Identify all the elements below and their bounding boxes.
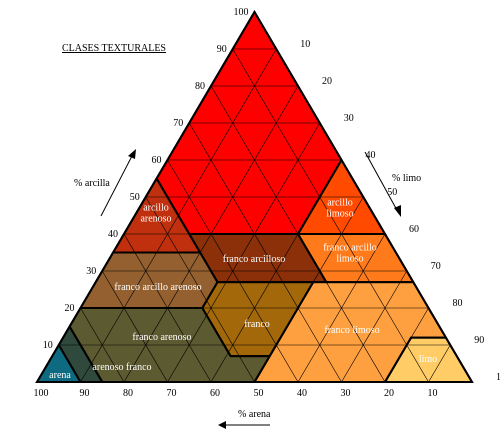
tick-left: 80	[195, 81, 205, 92]
tick-left: 90	[217, 44, 227, 55]
region-label-franco: franco	[244, 319, 270, 330]
tick-left: 50	[130, 192, 140, 203]
clay-arrow-icon	[100, 149, 136, 217]
tick-left: 20	[65, 303, 75, 314]
tick-bottom: 80	[123, 388, 133, 399]
tick-left: 30	[86, 266, 96, 277]
tick-right: 10	[300, 39, 310, 50]
grid-line-sand	[80, 307, 125, 383]
grid-line-sand	[145, 196, 255, 383]
tick-right: 80	[453, 298, 463, 309]
region-label-franco-arcilloso: franco arcilloso	[223, 254, 285, 265]
tick-right: 100	[496, 372, 500, 383]
region-label-arcillo-limoso: arcillo	[327, 198, 353, 209]
tick-bottom: 30	[341, 388, 351, 399]
region-arenoso-franco	[58, 326, 103, 382]
silt-arrow-icon	[364, 151, 401, 217]
grid-line-sand	[101, 270, 168, 383]
tick-right: 30	[344, 113, 354, 124]
tick-right: 50	[387, 187, 397, 198]
tick-bottom: 10	[428, 388, 438, 399]
region-franco	[202, 282, 314, 357]
tick-right: 60	[409, 224, 419, 235]
region-franco-arcillo-arenoso	[80, 252, 218, 308]
clay-axis-label: % arcilla	[74, 178, 110, 189]
tick-left: 60	[152, 155, 162, 166]
tick-left: 10	[43, 340, 53, 351]
region-label-arenoso-franco: arenoso franco	[92, 362, 151, 373]
diagram-title: CLASES TEXTURALES	[62, 43, 166, 54]
triangle-outline-shape	[35, 10, 474, 383]
grid-line-silt	[167, 122, 321, 383]
tick-left: 100	[234, 7, 249, 18]
region-labels: arcillaarcilloarenosoarcillolimosofranco…	[49, 126, 437, 381]
grid-line-silt	[297, 233, 386, 383]
tick-right: 90	[474, 335, 484, 346]
region-label-franco-limoso: franco limoso	[324, 325, 379, 336]
tick-bottom: 100	[34, 388, 49, 399]
tick-right: 40	[366, 150, 376, 161]
region-franco-arcilloso	[189, 234, 327, 283]
region-label-franco-arcillo-limoso: limoso	[336, 254, 363, 265]
region-label-limo: limo	[419, 354, 437, 365]
region-label-franco-arenoso: franco arenoso	[132, 332, 191, 343]
grid-line-sand	[188, 122, 342, 383]
tick-right: 70	[431, 261, 441, 272]
tick-labels: 10 20 30 40 50 60 70 80 90 100 10 20 30 40 50 60 70 80 90 1…	[34, 7, 500, 399]
region-label-franco-arcillo-limoso: franco arcillo	[323, 243, 377, 254]
tick-left: 70	[173, 118, 183, 129]
tick-bottom: 20	[384, 388, 394, 399]
grid-line-sand	[232, 48, 429, 383]
region-label-arcillo-arenoso: arenoso	[140, 214, 171, 225]
tick-bottom: 40	[297, 388, 307, 399]
region-label-arcillo-arenoso: arcillo	[143, 203, 169, 214]
silt-axis-label: % limo	[392, 173, 421, 184]
triangle-outline	[35, 10, 474, 383]
region-label-arena: arena	[49, 370, 71, 381]
region-label-franco-arcillo-arenoso: franco arcillo arenoso	[114, 282, 201, 293]
tick-bottom: 70	[167, 388, 177, 399]
region-label-arcillo-limoso: limoso	[326, 209, 353, 220]
tick-bottom: 90	[80, 388, 90, 399]
sand-arrow-icon	[218, 421, 270, 429]
region-label-arcilla: arcilla	[142, 126, 168, 137]
tick-left: 40	[108, 229, 118, 240]
sand-axis-label: % arena	[238, 409, 271, 420]
grid-line-silt	[341, 270, 408, 383]
region-limo	[385, 337, 472, 382]
tick-right: 20	[322, 76, 332, 87]
grid-line-silt	[428, 344, 451, 383]
region-arena	[37, 345, 81, 382]
region-franco-limoso	[254, 282, 446, 382]
tick-bottom: 60	[210, 388, 220, 399]
tick-bottom: 50	[254, 388, 264, 399]
